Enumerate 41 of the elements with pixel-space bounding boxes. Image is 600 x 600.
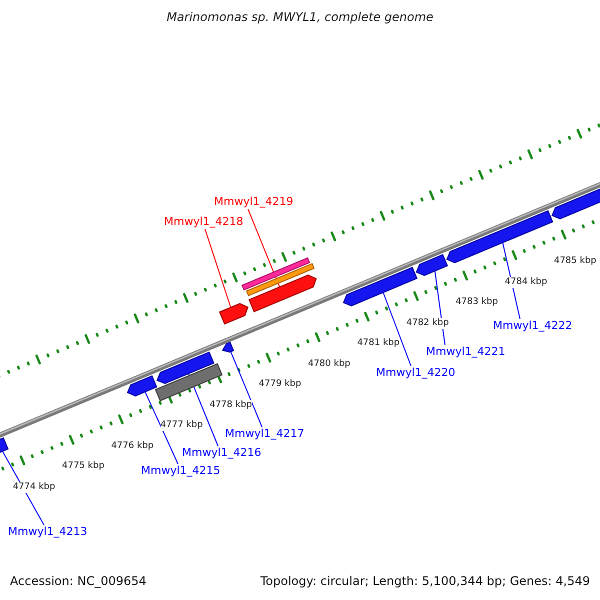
gene-label: Mmwyl1_4222 <box>493 319 572 333</box>
gene-block <box>0 437 9 454</box>
gene-block <box>222 342 234 353</box>
scale-label: 4785 kbp <box>554 256 596 268</box>
scale-label: 4783 kbp <box>456 297 498 308</box>
gene-label: Mmwyl1_4221 <box>426 345 506 359</box>
feature-bar <box>246 262 315 296</box>
feature-bar <box>241 257 310 291</box>
leader-line <box>230 351 262 428</box>
leader-line <box>204 228 232 308</box>
genome-info-text: Topology: circular; Length: 5,100,344 bp; Genes: 4,549 <box>260 574 590 588</box>
gene-block <box>126 375 158 396</box>
gene-block <box>416 254 448 276</box>
gene-label: Mmwyl1_4218 <box>164 215 244 229</box>
gene-label: Mmwyl1_4219 <box>214 195 294 209</box>
diagram-title: Marinomonas sp. MWYL1, complete genome <box>166 10 434 24</box>
gene-block <box>218 302 249 325</box>
scale-label: 4775 kbp <box>62 461 104 472</box>
leader-line <box>382 292 412 366</box>
feature-bar <box>154 363 223 402</box>
gene-block <box>446 210 554 264</box>
gene-block <box>248 274 317 312</box>
scale-label: 4784 kbp <box>504 276 548 288</box>
scale-label: 4778 kbp <box>210 400 252 411</box>
gene-block <box>156 351 214 384</box>
scale-label: 4779 kbp <box>258 379 302 390</box>
gene-label: Mmwyl1_4215 <box>141 464 220 478</box>
leader-line <box>248 208 280 288</box>
scale-label: 4777 kbp <box>160 420 203 432</box>
scale-label: 4781 kbp <box>357 338 400 350</box>
gene-block <box>342 266 418 306</box>
gene-label: Mmwyl1_4213 <box>8 525 88 539</box>
scale-label: 4780 kbp <box>308 358 350 370</box>
scale-label: 4782 kbp <box>406 318 449 329</box>
scale-label: 4774 kbp <box>12 482 56 493</box>
scale-label: 4776 kbp <box>111 440 154 452</box>
gene-label: Mmwyl1_4217 <box>225 427 304 441</box>
gene-label: Mmwyl1_4216 <box>182 446 262 460</box>
gene-label: Mmwyl1_4220 <box>376 366 456 380</box>
accession-text: Accession: NC_009654 <box>10 574 146 588</box>
leader-line <box>144 391 178 464</box>
